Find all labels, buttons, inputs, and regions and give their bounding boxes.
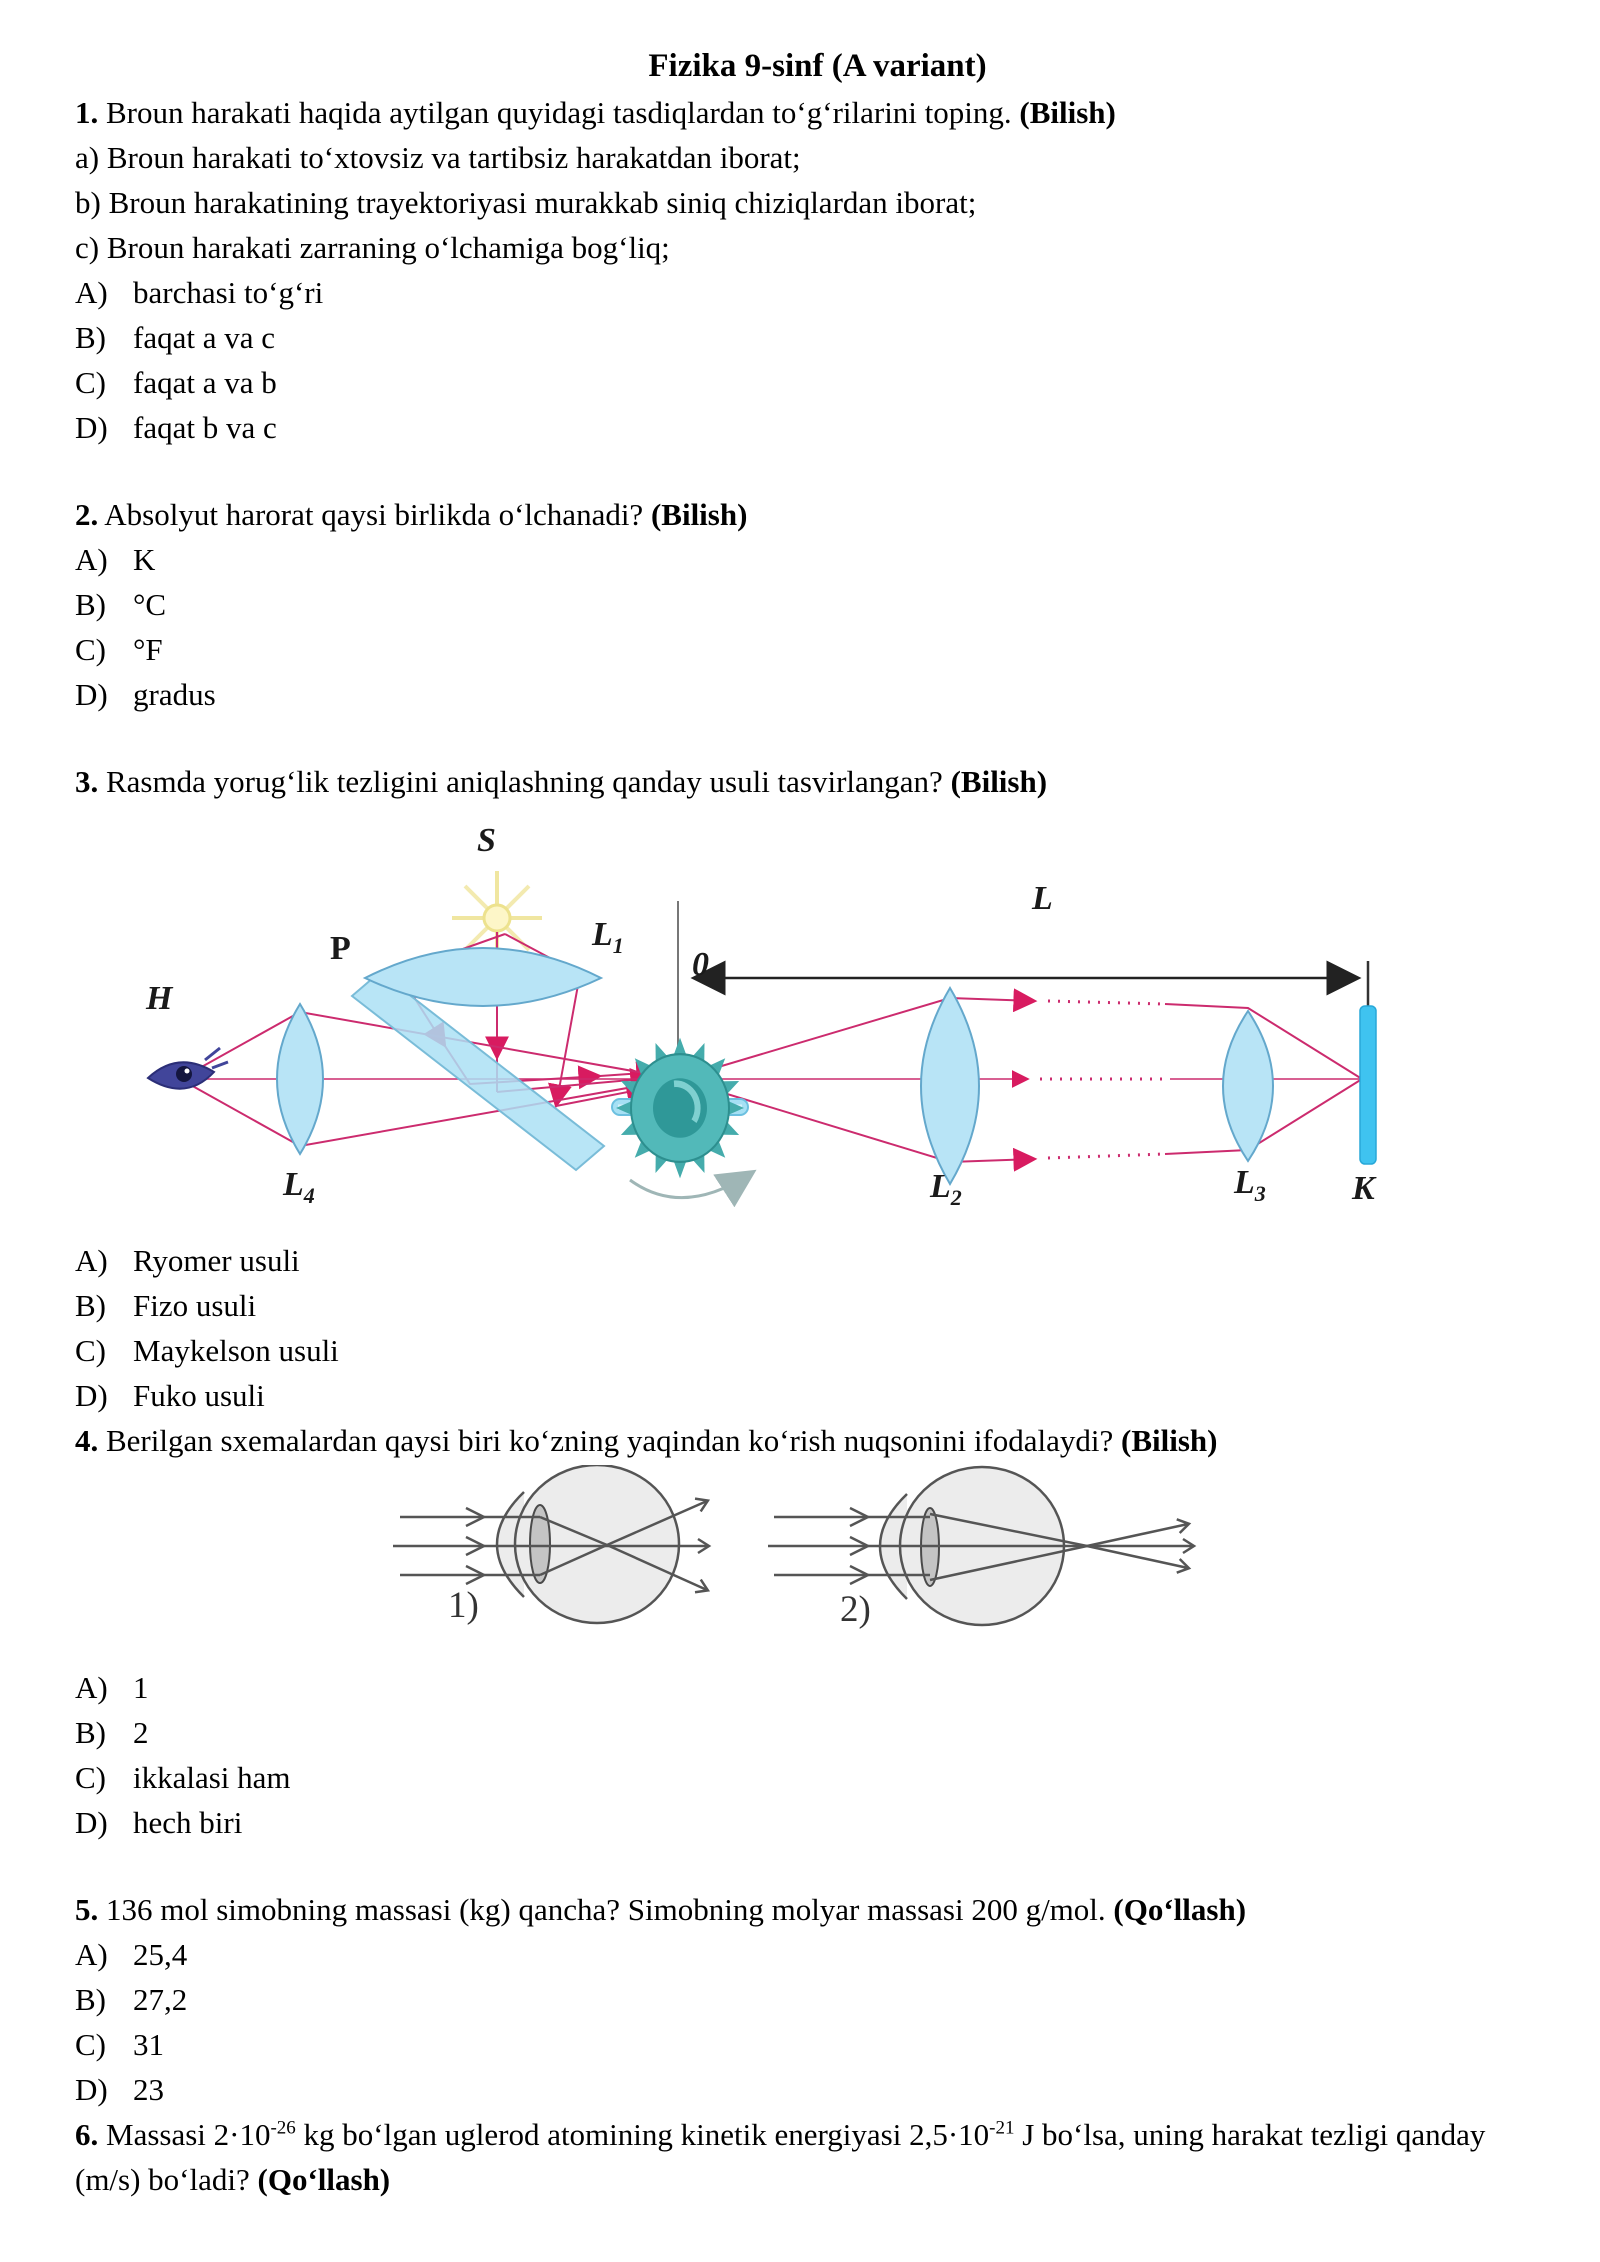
- question-5-number: 5.: [75, 1892, 99, 1927]
- question-1-option-b: B)faqat a va c: [75, 320, 275, 355]
- question-5-option-c: C)31: [75, 2027, 164, 2062]
- label-observer-h: H: [146, 980, 173, 1017]
- question-1-statement-a: a) Broun harakati toʻxtovsiz va tartibsi…: [75, 140, 801, 175]
- lens-l3: [1222, 1009, 1274, 1163]
- light-source-icon: [452, 871, 542, 966]
- question-6-body-3: J boʻlsa, uning harakat tezligi qanday (…: [75, 2117, 1486, 2197]
- question-4-level: (Bilish): [1121, 1423, 1218, 1458]
- label-lens-l2: L2: [930, 1168, 962, 1211]
- question-3-number: 3.: [75, 764, 99, 799]
- question-4-number: 4.: [75, 1423, 99, 1458]
- question-1-statement-c: c) Broun harakati zarraning oʻlchamiga b…: [75, 230, 670, 265]
- rays-eye-2: [768, 1506, 1197, 1586]
- question-3-option-a: A)Ryomer usuli: [75, 1243, 300, 1278]
- question-5-text: 5. 136 mol simobning massasi (kg) qancha…: [75, 1887, 1560, 1932]
- lens-l2: [920, 986, 980, 1186]
- mirror-k: [1359, 1005, 1377, 1165]
- label-lens-l4: L4: [283, 1166, 315, 1209]
- page-title: Fizika 9-sinf (A variant): [648, 48, 987, 84]
- question-1-text: 1. Broun harakati haqida aytilgan quyida…: [75, 90, 1560, 135]
- question-1-option-a: A)barchasi toʻgʻri: [75, 275, 324, 310]
- question-3-option-c: C)Maykelson usuli: [75, 1333, 339, 1368]
- question-2-option-b: B)°C: [75, 587, 167, 622]
- question-2-body: Absolyut harorat qaysi birlikda oʻlchana…: [104, 497, 644, 532]
- question-3-level: (Bilish): [950, 764, 1048, 799]
- question-4-text: 4. Berilgan sxemalardan qaysi biri koʻzn…: [75, 1418, 1560, 1463]
- label-distance-l: L: [1032, 880, 1053, 917]
- toothed-wheel: [616, 1037, 744, 1179]
- eye-lens-1: [529, 1504, 551, 1584]
- question-2-level: (Bilish): [650, 497, 748, 532]
- question-1-option-d: D)faqat b va c: [75, 410, 277, 445]
- question-4-body: Berilgan sxemalardan qaysi biri koʻzning…: [106, 1423, 1114, 1458]
- eye-1-diagram: [393, 1465, 712, 1625]
- question-4-option-d: D)hech biri: [75, 1805, 243, 1840]
- question-2-option-c: C)°F: [75, 632, 163, 667]
- observer-eye-icon: [146, 1046, 229, 1090]
- question-3-body: Rasmda yorugʻlik tezligini aniqlashning …: [106, 764, 943, 799]
- label-lens-l3: L3: [1234, 1164, 1266, 1207]
- question-4-option-a: A)1: [75, 1670, 149, 1705]
- question-5-option-a: A)25,4: [75, 1937, 188, 1972]
- question-6-number: 6.: [75, 2117, 99, 2152]
- label-scheme-2: 2): [840, 1589, 871, 1630]
- question-4-option-c: C)ikkalasi ham: [75, 1760, 291, 1795]
- question-5-body: 136 mol simobning massasi (kg) qancha? S…: [106, 1892, 1106, 1927]
- label-lens-l1: L1: [592, 916, 624, 959]
- eye-defect-figure: 1) 2): [0, 1465, 1600, 1665]
- question-2-option-a: A)K: [75, 542, 156, 577]
- eyeball-1: [513, 1465, 681, 1625]
- question-6-text: 6. Massasi 2·10-26 kg boʻlgan uglerod at…: [75, 2112, 1495, 2202]
- question-1-statement-b: b) Broun harakatining trayektoriyasi mur…: [75, 185, 977, 220]
- question-6-exponent-2: -21: [989, 2117, 1015, 2139]
- fizeau-figure-drawing: [146, 871, 1377, 1208]
- label-source-s: S: [477, 822, 496, 859]
- question-3-option-b: B)Fizo usuli: [75, 1288, 257, 1323]
- question-2-option-d: D)gradus: [75, 677, 216, 712]
- question-5-option-d: D)23: [75, 2072, 164, 2107]
- question-6-body-1: Massasi 2·10: [106, 2117, 271, 2152]
- eye-figure-drawing: [393, 1465, 1197, 1627]
- rays-eye-1: [393, 1497, 712, 1594]
- question-6-body-2: kg boʻlgan uglerod atomining kinetik ene…: [295, 2117, 990, 2152]
- lens-l1: [362, 947, 604, 1007]
- question-2-number: 2.: [75, 497, 99, 532]
- question-6-level: (Qoʻllash): [257, 2162, 391, 2197]
- question-1-number: 1.: [75, 95, 99, 130]
- label-mirror-k: K: [1352, 1170, 1375, 1207]
- question-5-option-b: B)27,2: [75, 1982, 188, 2017]
- lens-l4: [276, 1002, 324, 1156]
- question-2-text: 2. Absolyut harorat qaysi birlikda oʻlch…: [75, 492, 1560, 537]
- label-plate-p: P: [330, 930, 351, 967]
- question-3-text: 3. Rasmda yorugʻlik tezligini aniqlashni…: [75, 759, 1560, 804]
- rotation-arrow: [629, 1169, 757, 1208]
- question-5-level: (Qoʻllash): [1113, 1892, 1247, 1927]
- eye-2-diagram: [768, 1465, 1197, 1627]
- question-1-body: Broun harakati haqida aytilgan quyidagi …: [106, 95, 1012, 130]
- question-6-exponent-1: -26: [270, 2117, 296, 2139]
- question-3-option-d: D)Fuko usuli: [75, 1378, 265, 1413]
- question-1-option-c: C)faqat a va b: [75, 365, 277, 400]
- fizeau-experiment-figure: S L1 P H L4 0 L L2 L3 K: [0, 818, 1600, 1238]
- question-4-option-b: B)2: [75, 1715, 149, 1750]
- label-scheme-1: 1): [448, 1585, 479, 1626]
- label-zero-point: 0: [692, 946, 709, 983]
- question-1-level: (Bilish): [1019, 95, 1116, 130]
